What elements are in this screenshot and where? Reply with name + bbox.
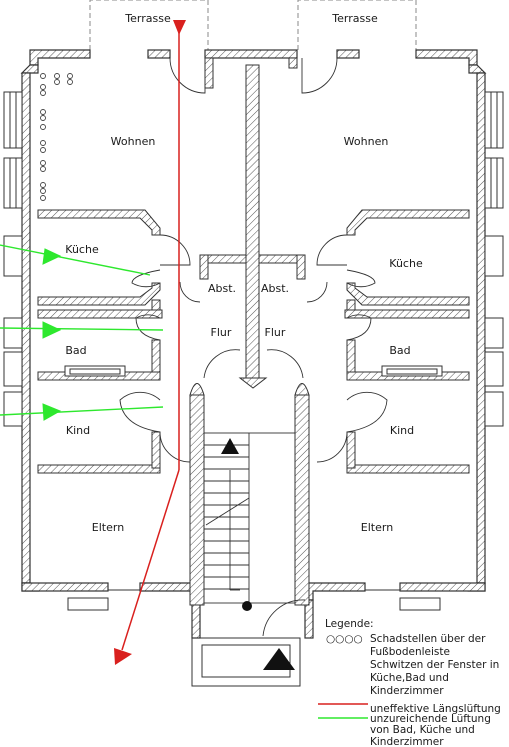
label-bath-left: Bad: [65, 344, 86, 357]
windows: [3, 91, 504, 611]
label-kitchen-left: Küche: [65, 243, 99, 256]
green-airflow-arrows: [0, 244, 164, 421]
legend: Legende: ○○○○ Schadstellen über der Fußb…: [318, 618, 501, 747]
stair-start-marker: [242, 601, 252, 611]
legend-sweat-line1: Schwitzen der Fenster in: [370, 659, 499, 671]
label-parents-right: Eltern: [361, 521, 393, 534]
terrace-right: [297, 0, 417, 50]
stair-up-icon: [221, 438, 239, 454]
label-child-right: Kind: [390, 424, 414, 437]
legend-red-label: uneffektive Längslüftung: [370, 703, 501, 715]
terrace-left: [89, 0, 209, 50]
legend-damage-line2: Fußbodenleiste: [370, 646, 450, 658]
label-kitchen-right: Küche: [389, 257, 423, 270]
legend-sweat-line2: Küche,Bad und: [370, 672, 449, 684]
label-child-left: Kind: [66, 424, 90, 437]
legend-green-line2: von Bad, Küche und: [370, 724, 475, 736]
label-living-right: Wohnen: [344, 135, 389, 148]
legend-damage-line1: Schadstellen über der: [370, 633, 486, 645]
legend-dots-symbol: ○○○○: [326, 633, 363, 645]
label-bath-right: Bad: [389, 344, 410, 357]
entrance-icon: [263, 648, 295, 670]
label-storage-left: Abst.: [208, 282, 236, 295]
bathtubs: [64, 365, 443, 377]
door-swings: [108, 57, 400, 637]
legend-sweat-line3: Kinderzimmer: [370, 685, 444, 697]
label-storage-right: Abst.: [261, 282, 289, 295]
label-hall-left: Flur: [211, 326, 232, 339]
staircase: [203, 432, 296, 604]
red-airflow-arrow: [114, 20, 186, 665]
label-living-left: Wohnen: [111, 135, 156, 148]
legend-title: Legende:: [325, 618, 374, 630]
legend-green-line3: Kinderzimmer: [370, 736, 444, 747]
label-parents-left: Eltern: [92, 521, 124, 534]
entrance-landing: [191, 637, 301, 687]
label-terrace-left: Terrasse: [124, 12, 171, 25]
damage-spot-markers: [40, 73, 73, 201]
label-terrace-right: Terrasse: [331, 12, 378, 25]
label-hall-right: Flur: [265, 326, 286, 339]
legend-green-line1: unzureichende Lüftung: [370, 713, 491, 725]
